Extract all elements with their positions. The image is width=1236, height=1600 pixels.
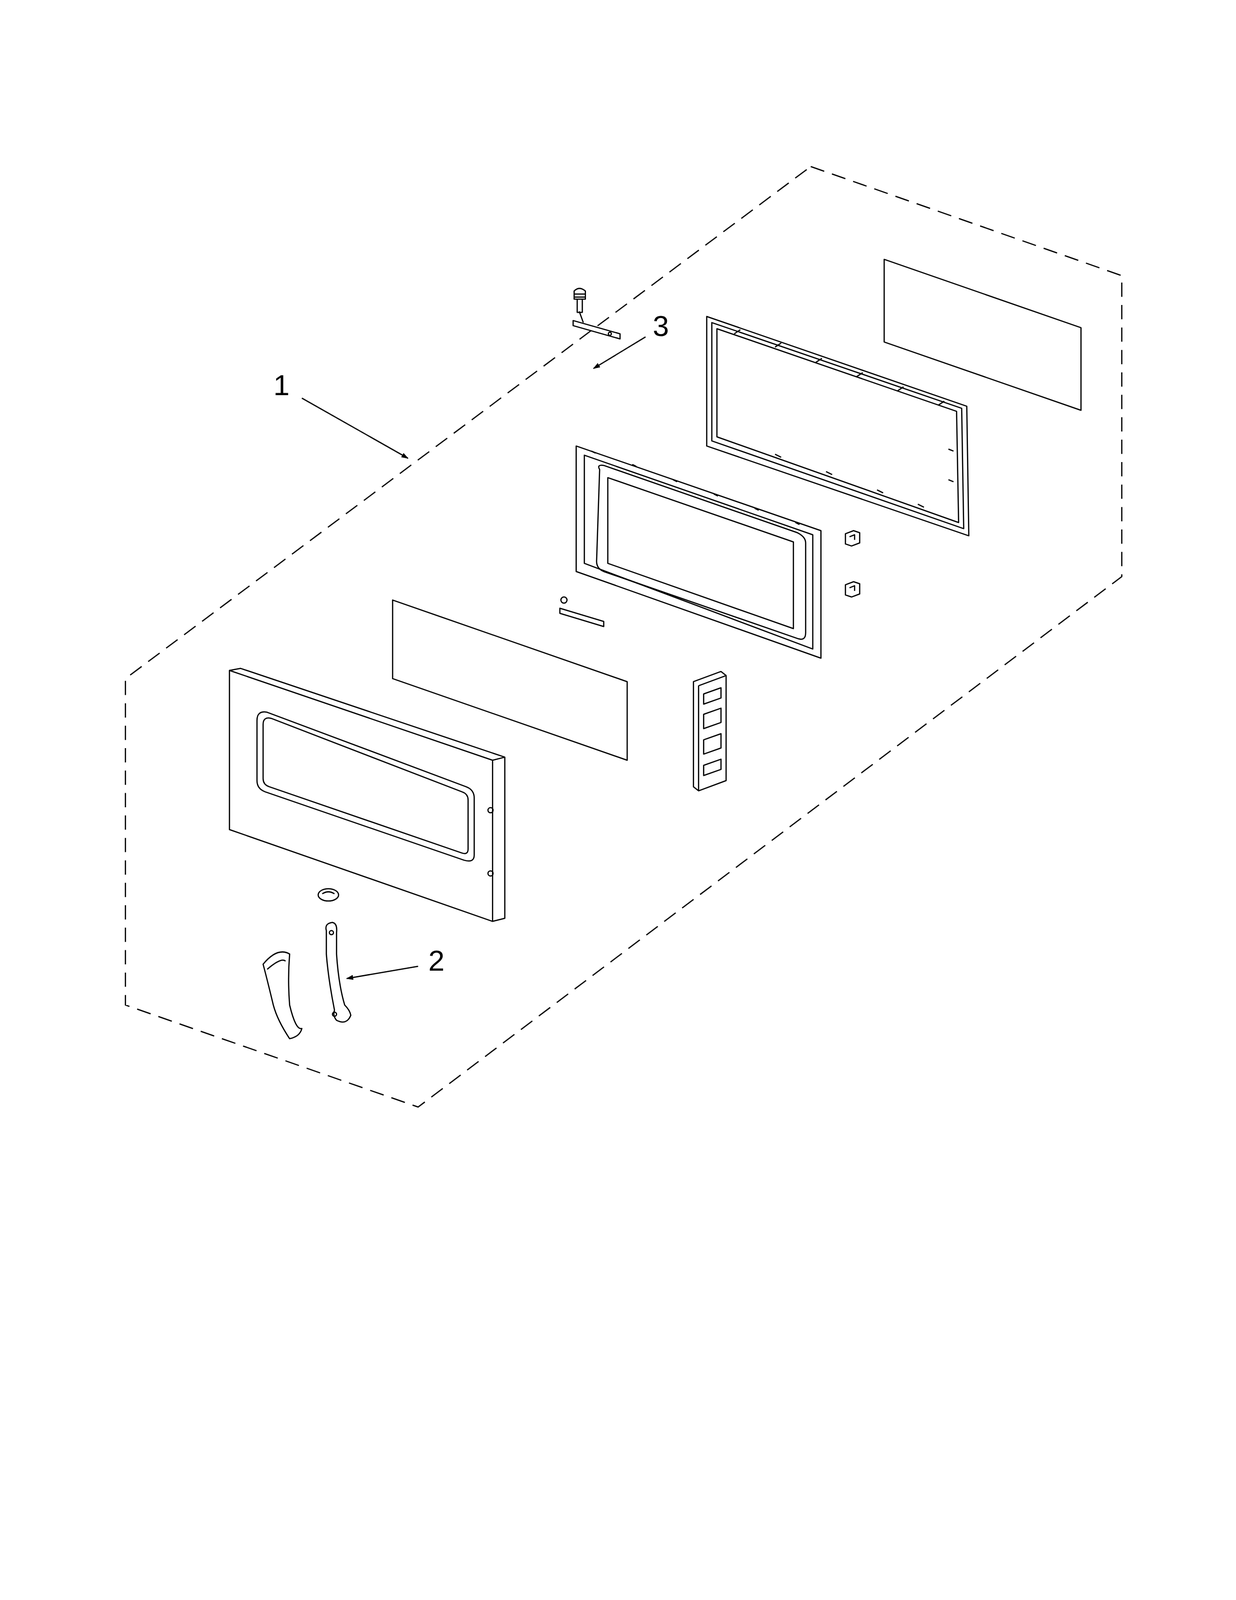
lower-hinge bbox=[559, 596, 604, 627]
latch-holder bbox=[693, 671, 727, 791]
callout-number: 1 bbox=[270, 369, 293, 401]
inner-door-frame bbox=[576, 445, 822, 659]
hinge-screw bbox=[574, 288, 586, 313]
callout-number: 2 bbox=[425, 945, 448, 977]
leader-line bbox=[301, 397, 409, 459]
front-door-panel bbox=[229, 668, 505, 922]
choke-frame bbox=[706, 316, 969, 536]
door-handle bbox=[263, 921, 351, 1039]
upper-hinge bbox=[572, 311, 620, 339]
callout-number: 3 bbox=[649, 310, 672, 342]
latch-hooks bbox=[845, 530, 860, 598]
leader-line bbox=[346, 966, 418, 979]
leader-line bbox=[593, 336, 646, 369]
assembly-boundary bbox=[125, 166, 1123, 1107]
